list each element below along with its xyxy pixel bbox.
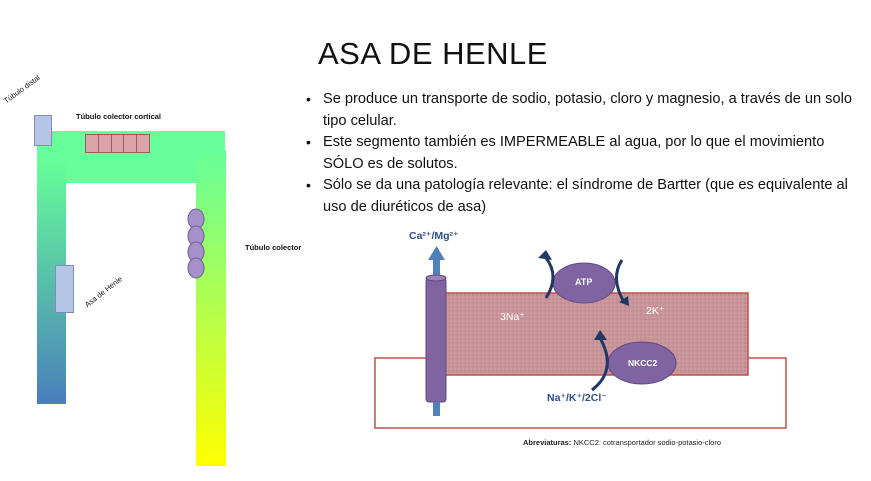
collector-tubule-label: Túbulo colector (245, 243, 302, 252)
na-arrow (544, 257, 555, 299)
henle-segment (55, 265, 74, 313)
channel-label: Ca²⁺/Mg²⁺ (409, 230, 459, 242)
cell-body (427, 292, 749, 376)
tubule-right-limb (196, 150, 226, 466)
abbreviations-caption: Abreviaturas: NKCC2: cotransportador sod… (523, 438, 721, 447)
distal-tubule-segment (34, 115, 52, 146)
slide-title: ASA DE HENLE (318, 36, 548, 71)
nkcc2-label: NKCC2 (628, 358, 658, 368)
channel-arrow-shaft (433, 260, 440, 280)
nkcc2-arrow (591, 337, 609, 392)
channel-stem (433, 402, 440, 416)
bullet-item: Este segmento también es IMPERMEABLE al … (306, 132, 861, 175)
channel-arrow-head (428, 246, 445, 260)
nephron-diagram (37, 131, 226, 466)
collector-cells (187, 208, 205, 279)
na-label: 3Na⁺ (500, 311, 525, 323)
k-arrow (615, 259, 626, 303)
bullet-item: Se produce un transporte de sodio, potas… (306, 89, 861, 132)
abbreviations-prefix: Abreviaturas: (523, 438, 572, 447)
k-label: 2K⁺ (646, 305, 665, 317)
abbreviations-text: NKCC2: cotransportador sodio-potasio-clo… (571, 438, 722, 447)
cortical-collector-label: Túbulo colector cortical (76, 112, 162, 121)
cortical-collector-segment (85, 134, 150, 153)
nkcc2-ions-label: Na⁺/K⁺/2Cl⁻ (547, 392, 607, 404)
atp-label: ATP (575, 277, 593, 287)
bullet-list: Se produce un transporte de sodio, potas… (306, 89, 861, 218)
bullet-item: Sólo se da una patología relevante: el s… (306, 175, 861, 218)
ion-channel (425, 277, 447, 403)
cell-transport-diagram (374, 246, 787, 429)
